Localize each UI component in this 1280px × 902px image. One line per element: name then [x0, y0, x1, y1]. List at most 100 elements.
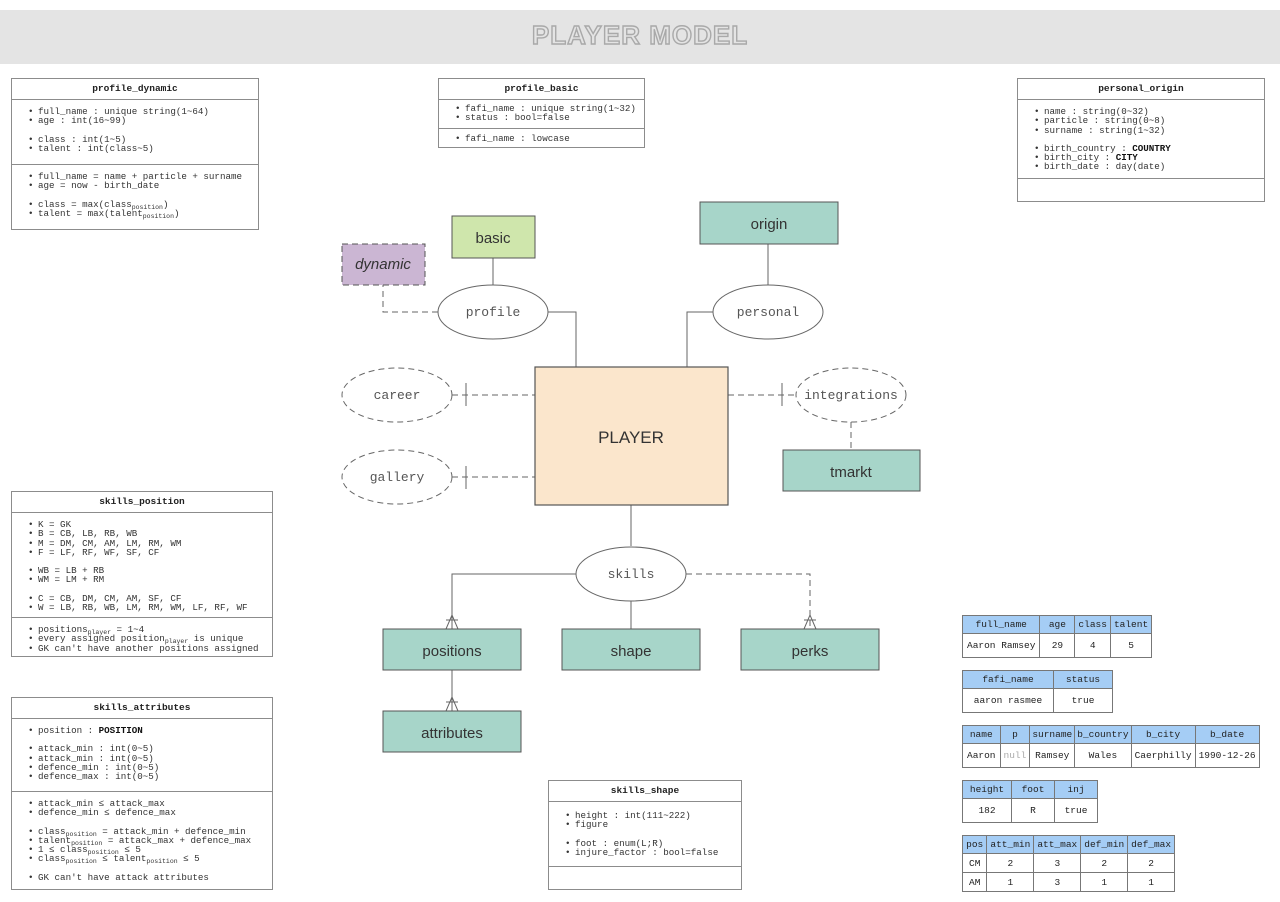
table-header: b_city — [1130, 725, 1196, 744]
table-cell: Caerphilly — [1130, 743, 1196, 768]
card-line: fafi_name : lowcase — [455, 134, 638, 144]
table-cell: 1 — [986, 872, 1035, 892]
card-title: personal_origin — [1018, 79, 1264, 100]
skills-label: skills — [608, 567, 655, 582]
card-section: fafi_name : unique string(1~32) status :… — [439, 100, 644, 129]
connector-skills-positions — [451, 573, 576, 629]
perks-label: perks — [792, 643, 829, 660]
card-line: talentposition = attack_max + defence_ma… — [28, 836, 266, 847]
table-header: fafi_name — [962, 670, 1054, 689]
card-section: height : int(111~222) figure foot : enum… — [549, 802, 741, 867]
table-row: Aaron Ramsey 29 4 5 — [961, 633, 1153, 658]
card-title: profile_basic — [439, 79, 644, 100]
table-header: full_name — [961, 615, 1041, 634]
table-cell: 182 — [962, 798, 1012, 823]
card-section: attack_min ≤ attack_max defence_min ≤ de… — [12, 792, 272, 888]
table-header: foot — [1011, 780, 1055, 799]
table-header: surname — [1029, 725, 1076, 744]
connector-skills-perks — [686, 573, 811, 629]
example-profile-basic-table: fafi_name status aaron rasmee true — [962, 670, 1113, 713]
skills-position-card: skills_position K = GK B = CB, LB, RB, W… — [11, 491, 273, 657]
table-cell: 4 — [1074, 633, 1111, 658]
table-cell: 1 — [1127, 872, 1176, 892]
card-line: GK can't have another positions assigned — [28, 643, 266, 653]
connector-profile-player — [548, 311, 577, 367]
shape-entity — [561, 628, 701, 671]
crowfoot-positions — [445, 613, 459, 630]
shape-label: shape — [611, 643, 652, 660]
card-line: class : int(1~5) — [28, 134, 252, 144]
card-line: age = now - birth_date — [28, 181, 252, 191]
card-line: name : string(0~32) — [1034, 107, 1258, 117]
card-line: B = CB, LB, RB, WB — [28, 529, 266, 539]
card-line: attack_min ≤ attack_max — [28, 799, 266, 809]
card-line: birth_city : CITY — [1034, 153, 1258, 163]
table-cell: CM — [961, 853, 988, 873]
profile-dynamic-card: profile_dynamic full_name : unique strin… — [11, 78, 259, 230]
attributes-entity — [382, 710, 522, 753]
card-line: C = CB, DM, CM, AM, SF, CF — [28, 593, 266, 603]
gallery-relation — [341, 449, 453, 505]
profile-label: profile — [466, 305, 521, 320]
connector-profile-dynamic — [382, 285, 438, 313]
table-cell: 5 — [1109, 633, 1153, 658]
card-section — [1018, 179, 1264, 192]
card-section: position : POSITION attack_min : int(0~5… — [12, 719, 272, 792]
integrations-label: integrations — [804, 388, 898, 403]
attributes-label: attributes — [421, 725, 483, 742]
card-line: every assigned positionplayer is unique — [28, 634, 266, 645]
card-line: full_name = name + particle + surname — [28, 172, 252, 182]
connector-personal-player — [686, 311, 713, 367]
card-line: age : int(16~99) — [28, 116, 252, 126]
card-line: WB = LB + RB — [28, 566, 266, 576]
table-row: Aaron null Ramsey Wales Caerphilly 1990-… — [962, 743, 1260, 768]
table-cell: 2 — [1080, 853, 1129, 873]
origin-entity — [699, 201, 839, 245]
table-header: def_min — [1080, 835, 1129, 854]
example-personal-origin-table: name p surname b_country b_city b_date A… — [962, 725, 1260, 768]
table-row: aaron rasmee true — [962, 688, 1113, 713]
card-line: fafi_name : unique string(1~32) — [455, 104, 638, 114]
card-title: skills_position — [12, 492, 272, 513]
card-section: name : string(0~32) particle : string(0~… — [1018, 100, 1264, 179]
card-line: K = GK — [28, 520, 266, 530]
table-row: CM 2 3 2 2 — [961, 853, 1176, 873]
table-header: class — [1074, 615, 1111, 634]
basic-label: basic — [475, 230, 511, 247]
table-cell: Ramsey — [1029, 743, 1076, 768]
table-cell: AM — [961, 872, 988, 892]
crowfoot-attributes — [445, 695, 459, 712]
table-cell: aaron rasmee — [962, 688, 1054, 713]
skills-shape-card: skills_shape height : int(111~222) figur… — [548, 780, 742, 890]
table-header: pos — [961, 835, 988, 854]
table-cell: 3 — [1033, 872, 1082, 892]
career-label: career — [374, 388, 421, 403]
card-line: defence_max : int(0~5) — [28, 772, 266, 782]
table-cell: null — [999, 743, 1031, 768]
skills-attributes-card: skills_attributes position : POSITION at… — [11, 697, 273, 890]
perks-entity — [740, 628, 880, 671]
card-line: classposition = attack_min + defence_min — [28, 826, 266, 837]
card-line: height : int(111~222) — [565, 811, 735, 821]
table-header: inj — [1054, 780, 1098, 799]
table-header: height — [962, 780, 1012, 799]
table-row: 182 R true — [962, 798, 1098, 823]
card-line: birth_country : COUNTRY — [1034, 144, 1258, 154]
career-relation — [341, 367, 453, 423]
positions-entity — [382, 628, 522, 671]
table-cell: true — [1053, 688, 1113, 713]
example-skills-attributes-table: pos att_min att_max def_min def_max CM 2… — [961, 835, 1176, 892]
card-line: attack_min : int(0~5) — [28, 744, 266, 754]
page-title: PLAYER MODEL — [531, 19, 749, 50]
card-line: class = max(classposition) — [28, 199, 252, 210]
personal-label: personal — [737, 305, 800, 320]
card-line: positionsplayer = 1~4 — [28, 625, 266, 636]
card-section: fafi_name : lowcase — [439, 129, 644, 149]
card-line: attack_min : int(0~5) — [28, 753, 266, 763]
card-line: classposition ≤ talentposition ≤ 5 — [28, 854, 266, 865]
card-line: injure_factor : bool=false — [565, 848, 735, 858]
card-line: defence_min ≤ defence_max — [28, 808, 266, 818]
card-line: GK can't have attack attributes — [28, 872, 266, 882]
card-line: talent = max(talentposition) — [28, 209, 252, 220]
table-row: AM 1 3 1 1 — [961, 872, 1176, 892]
